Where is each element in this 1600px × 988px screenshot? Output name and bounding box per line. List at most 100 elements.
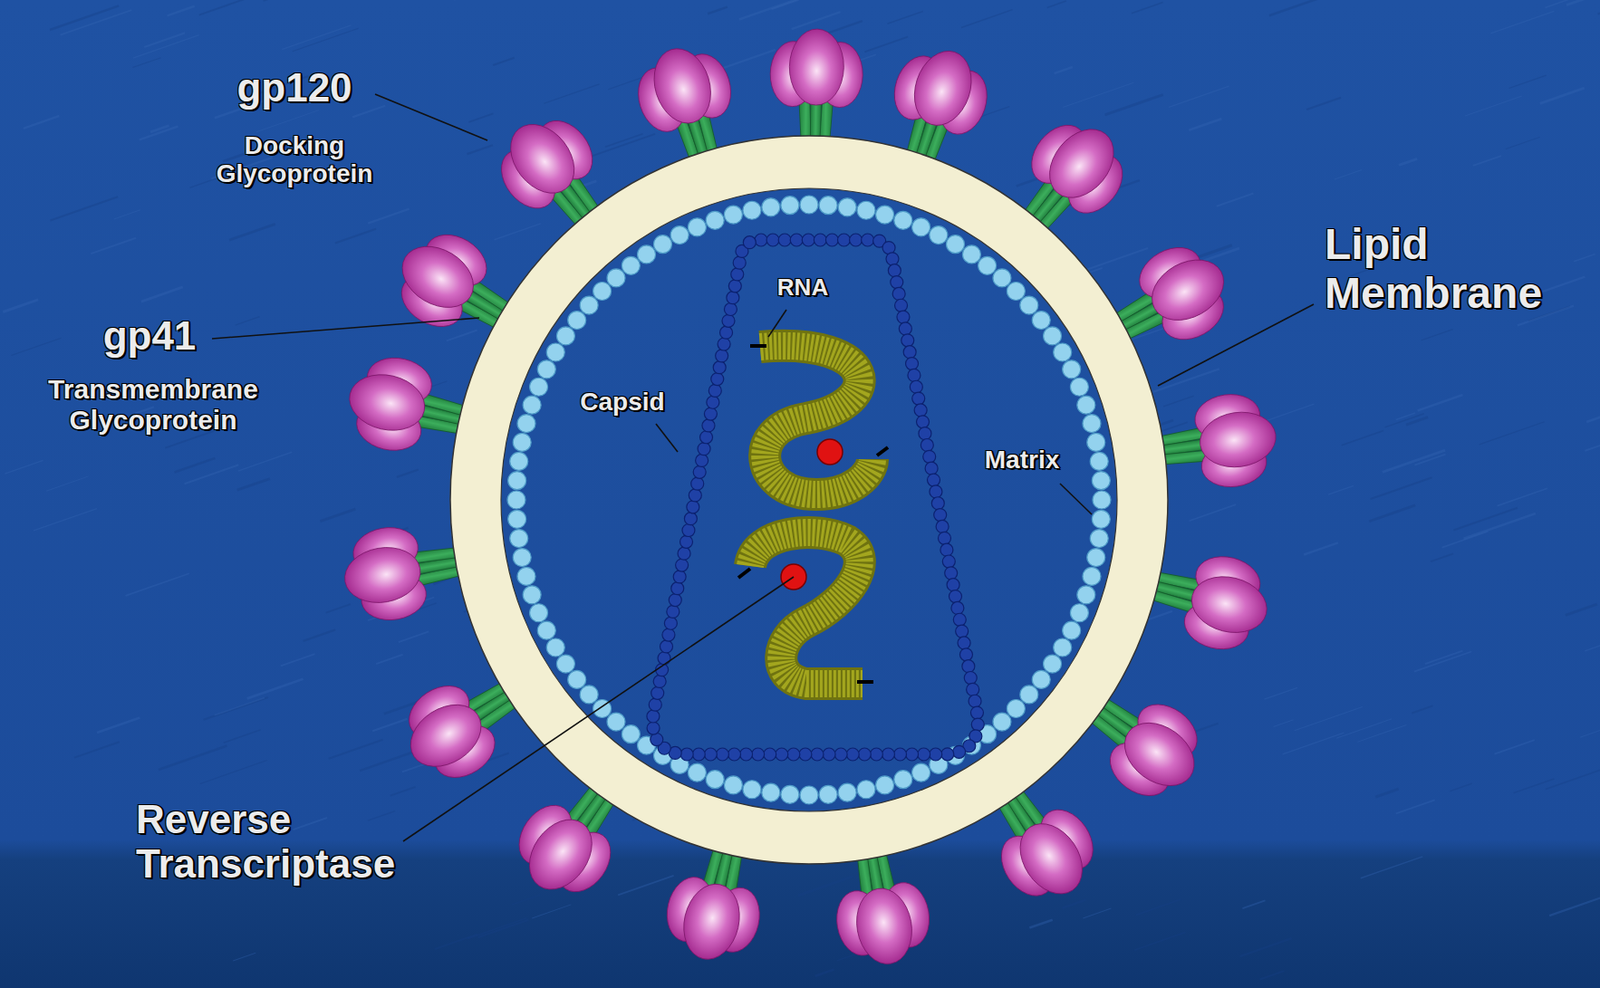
leader-lines [212, 94, 1314, 842]
matrix-bead [654, 235, 673, 254]
texture-streak [1473, 155, 1502, 166]
matrix-bead [705, 211, 724, 230]
texture-streak [49, 196, 118, 221]
texture-streak [2, 299, 39, 313]
capsid-bead [920, 438, 934, 452]
capsid-bead [703, 407, 717, 421]
matrix-bead [510, 452, 529, 471]
leader-line [768, 309, 787, 338]
matrix-bead [1077, 586, 1096, 605]
matrix-bead [819, 196, 838, 215]
texture-streak [531, 905, 571, 919]
texture-streak [1240, 938, 1292, 957]
head-lobe [1196, 407, 1281, 473]
leader-line [403, 577, 794, 842]
matrix-bead [512, 433, 531, 452]
reverse-transcriptase-dot [817, 439, 843, 465]
part-label: Capsid [568, 387, 677, 416]
texture-streak [281, 25, 351, 50]
matrix-bead [1082, 567, 1101, 586]
capsid-bead [648, 698, 662, 712]
matrix-bead [742, 201, 762, 220]
capsid-bead [912, 392, 926, 405]
texture-streak [372, 719, 407, 732]
capsid-bead [957, 636, 971, 650]
matrix-bead [637, 245, 656, 264]
capsid-bead [869, 748, 883, 762]
capsid-bead [742, 236, 756, 250]
capsid-bead [892, 287, 906, 300]
matrix-bead [1077, 395, 1096, 415]
texture-streak [335, 229, 376, 244]
texture-streak [1263, 687, 1298, 700]
texture-streak [139, 125, 179, 140]
texture-streak [466, 144, 492, 155]
gp120-head [1192, 388, 1282, 492]
capsid-bead [962, 660, 975, 674]
texture-streak [1463, 513, 1535, 540]
texture-streak [398, 631, 429, 643]
capsid-bead [895, 298, 908, 312]
matrix-bead [1091, 472, 1110, 491]
capsid-bead [941, 748, 955, 762]
head-lobe [399, 692, 493, 780]
lipid-membrane [450, 135, 1168, 865]
texture-streak [771, 0, 800, 10]
texture-streak [141, 287, 184, 302]
texture-streak [396, 469, 419, 477]
texture-streak [1134, 932, 1186, 951]
texture-streak [1062, 82, 1134, 107]
texture-streak [326, 604, 351, 614]
texture-streak [303, 629, 337, 641]
texture-streak [1505, 136, 1541, 149]
capsid-bead [901, 334, 915, 347]
matrix-bead [761, 198, 781, 217]
head-lobe [850, 884, 918, 969]
capsid-bead [834, 748, 848, 762]
matrix-bead [894, 771, 913, 790]
gp120-head [1179, 550, 1278, 660]
capsid-bead [728, 279, 742, 293]
part-label: Lipid Membrane [1324, 220, 1590, 319]
matrix-bead [621, 256, 640, 275]
capsid-bead [706, 395, 720, 409]
texture-streak [1586, 397, 1600, 423]
capsid-bead [766, 233, 780, 247]
matrix-bead [1020, 296, 1039, 315]
capsid-bead [711, 373, 724, 386]
texture-streak [467, 918, 527, 940]
matrix-bead [742, 780, 762, 800]
capsid-bead [653, 674, 666, 688]
matrix-bead [579, 296, 598, 315]
capsid-bead [825, 233, 839, 247]
capsid-bead [966, 683, 980, 696]
leader-line [375, 94, 488, 141]
matrix-bead [780, 196, 800, 215]
texture-streak [1385, 414, 1425, 428]
capsid-bead [763, 748, 777, 762]
capsid-bead [893, 748, 907, 762]
gp120-head [1099, 693, 1218, 815]
head-lobe [1036, 116, 1127, 211]
part-label: Transmembrane Glycoprotein [3, 374, 303, 435]
head-lobe [905, 43, 981, 133]
texture-streak [1411, 705, 1433, 714]
texture-streak [1082, 908, 1111, 919]
matrix-bead [838, 198, 857, 217]
matrix-bead [1092, 491, 1111, 510]
texture-streak [1584, 427, 1600, 451]
texture-streak [1453, 508, 1518, 531]
matrix-bead [670, 226, 689, 245]
capsid-bead [751, 748, 765, 762]
texture-streak [263, 0, 316, 1]
capsid-bead [651, 686, 665, 700]
matrix-bead [537, 621, 556, 640]
matrix-bead [607, 269, 626, 288]
texture-streak [1054, 67, 1073, 74]
capsid-bead [846, 748, 859, 762]
capsid-bead [940, 543, 954, 557]
capsid-bead [668, 594, 682, 608]
texture-streak [1047, 0, 1067, 8]
matrix-bead [546, 638, 565, 657]
